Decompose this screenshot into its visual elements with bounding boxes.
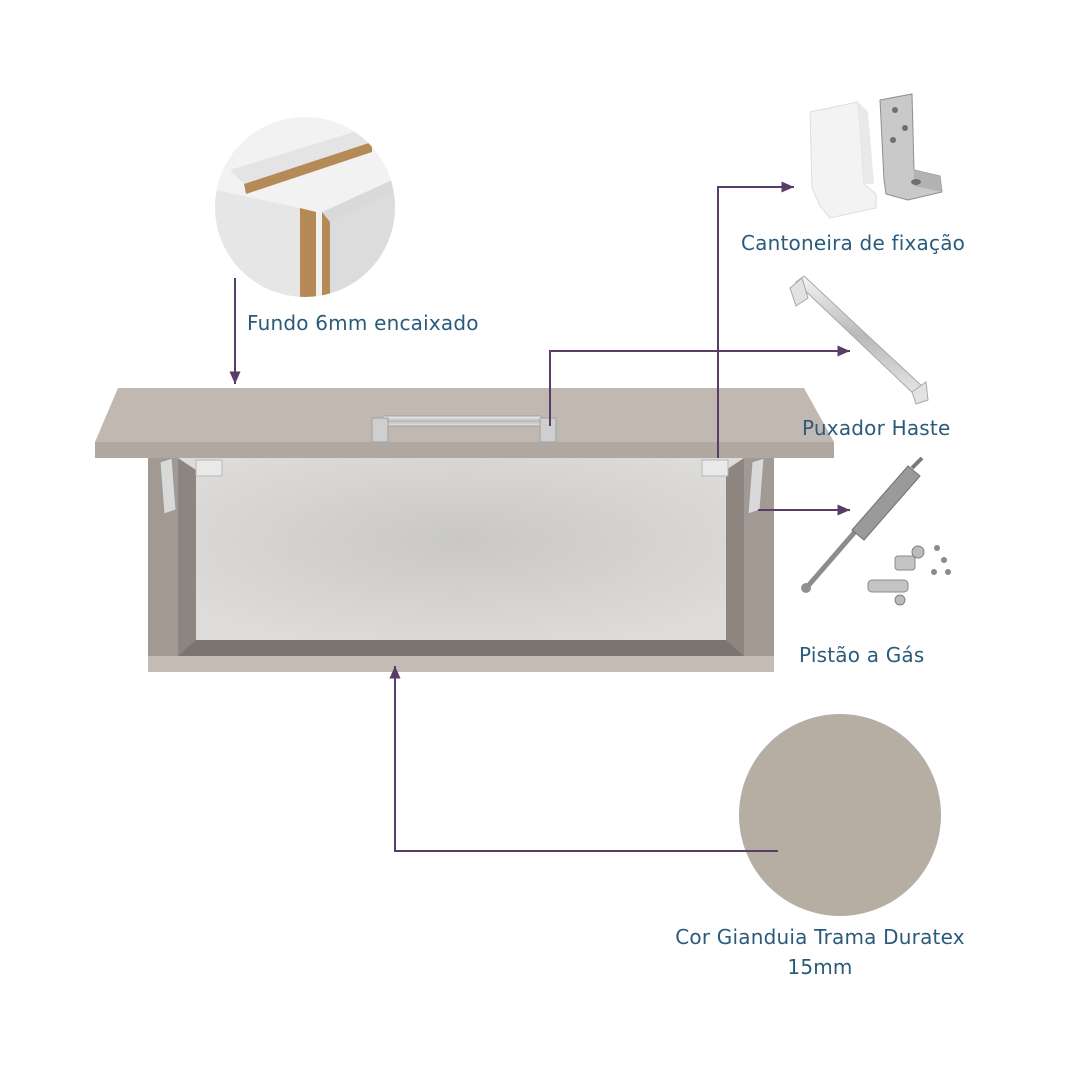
cabinet-piston-left: [159, 457, 177, 515]
cabinet-lid-handle: [371, 415, 557, 443]
callout-cor-line1: Cor Gianduia Trama Duratex: [675, 925, 965, 949]
callout-puxador-label: Puxador Haste: [802, 416, 951, 440]
cabinet-bottom-edge: [148, 656, 774, 672]
leader-lines: [229, 181, 850, 852]
leader-cantoneira: [717, 181, 794, 458]
leader-puxador: [549, 345, 850, 426]
callout-cantoneira-label: Cantoneira de fixação: [741, 231, 966, 255]
cabinet-bracket-left: [195, 459, 223, 477]
callout-pistao-label: Pistão a Gás: [799, 643, 925, 667]
callout-fundo-label: Fundo 6mm encaixado: [247, 311, 479, 335]
callout-cor-label: Cor Gianduia Trama Duratex 15mm: [640, 922, 1000, 982]
color-swatch-icon: [739, 714, 941, 916]
cabinet-inner-floor: [178, 640, 744, 656]
cabinet-back-panel: [178, 458, 744, 642]
cabinet-lid-edge: [95, 442, 834, 458]
bar-handle-icon: [789, 275, 929, 405]
corner-bracket-icon: [809, 93, 943, 219]
panel-joint-detail-icon: [215, 117, 395, 297]
cabinet-lid-top: [95, 388, 834, 442]
callout-cor-line2: 15mm: [787, 955, 853, 979]
cabinet: [95, 388, 834, 672]
cabinet-inner-left-wall: [178, 458, 196, 656]
gas-piston-icon: [801, 456, 951, 606]
cabinet-inner-right-wall: [726, 458, 744, 656]
cabinet-bracket-right: [701, 459, 729, 477]
leader-cor: [389, 666, 778, 852]
